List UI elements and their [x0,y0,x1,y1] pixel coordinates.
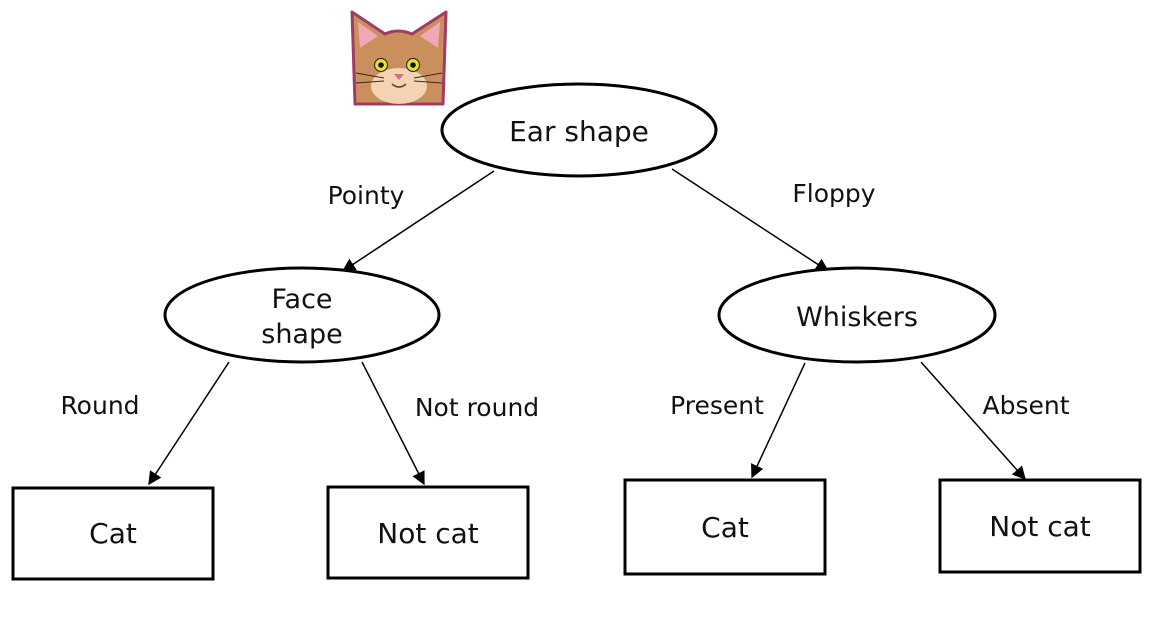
leaf-node-not-cat-1: Not cat [326,485,530,580]
edge-label-not-round: Not round [415,393,539,422]
edge-root-left [341,170,495,272]
node-face-shape-label-line1: Face [271,284,332,315]
node-face-shape-label-line2: shape [261,319,342,350]
edge-left-left [148,361,230,486]
edge-right-right [920,361,1026,481]
leaf-node-cat-1: Cat [11,486,215,581]
root-node-ear-shape: Ear shape [440,82,718,178]
edge-label-round: Round [60,391,139,420]
edge-label-pointy: Pointy [328,181,405,210]
edge-right-left [751,362,806,479]
node-whiskers: Whiskers [717,266,997,364]
edge-left-right [361,361,425,486]
leaf-label: Cat [89,517,137,550]
leaf-label: Not cat [377,517,479,550]
root-node-label: Ear shape [509,115,649,148]
node-face-shape: Face shape [163,266,441,364]
leaf-label: Not cat [989,510,1091,543]
leaf-label: Cat [701,511,749,544]
edge-label-floppy: Floppy [792,179,875,208]
node-whiskers-label: Whiskers [796,302,918,333]
leaf-node-cat-2: Cat [623,478,827,576]
edge-label-absent: Absent [982,391,1069,420]
edge-root-right [671,168,830,272]
leaf-node-not-cat-2: Not cat [938,478,1142,574]
edge-label-present: Present [670,391,764,420]
cat-face-icon [350,10,448,106]
